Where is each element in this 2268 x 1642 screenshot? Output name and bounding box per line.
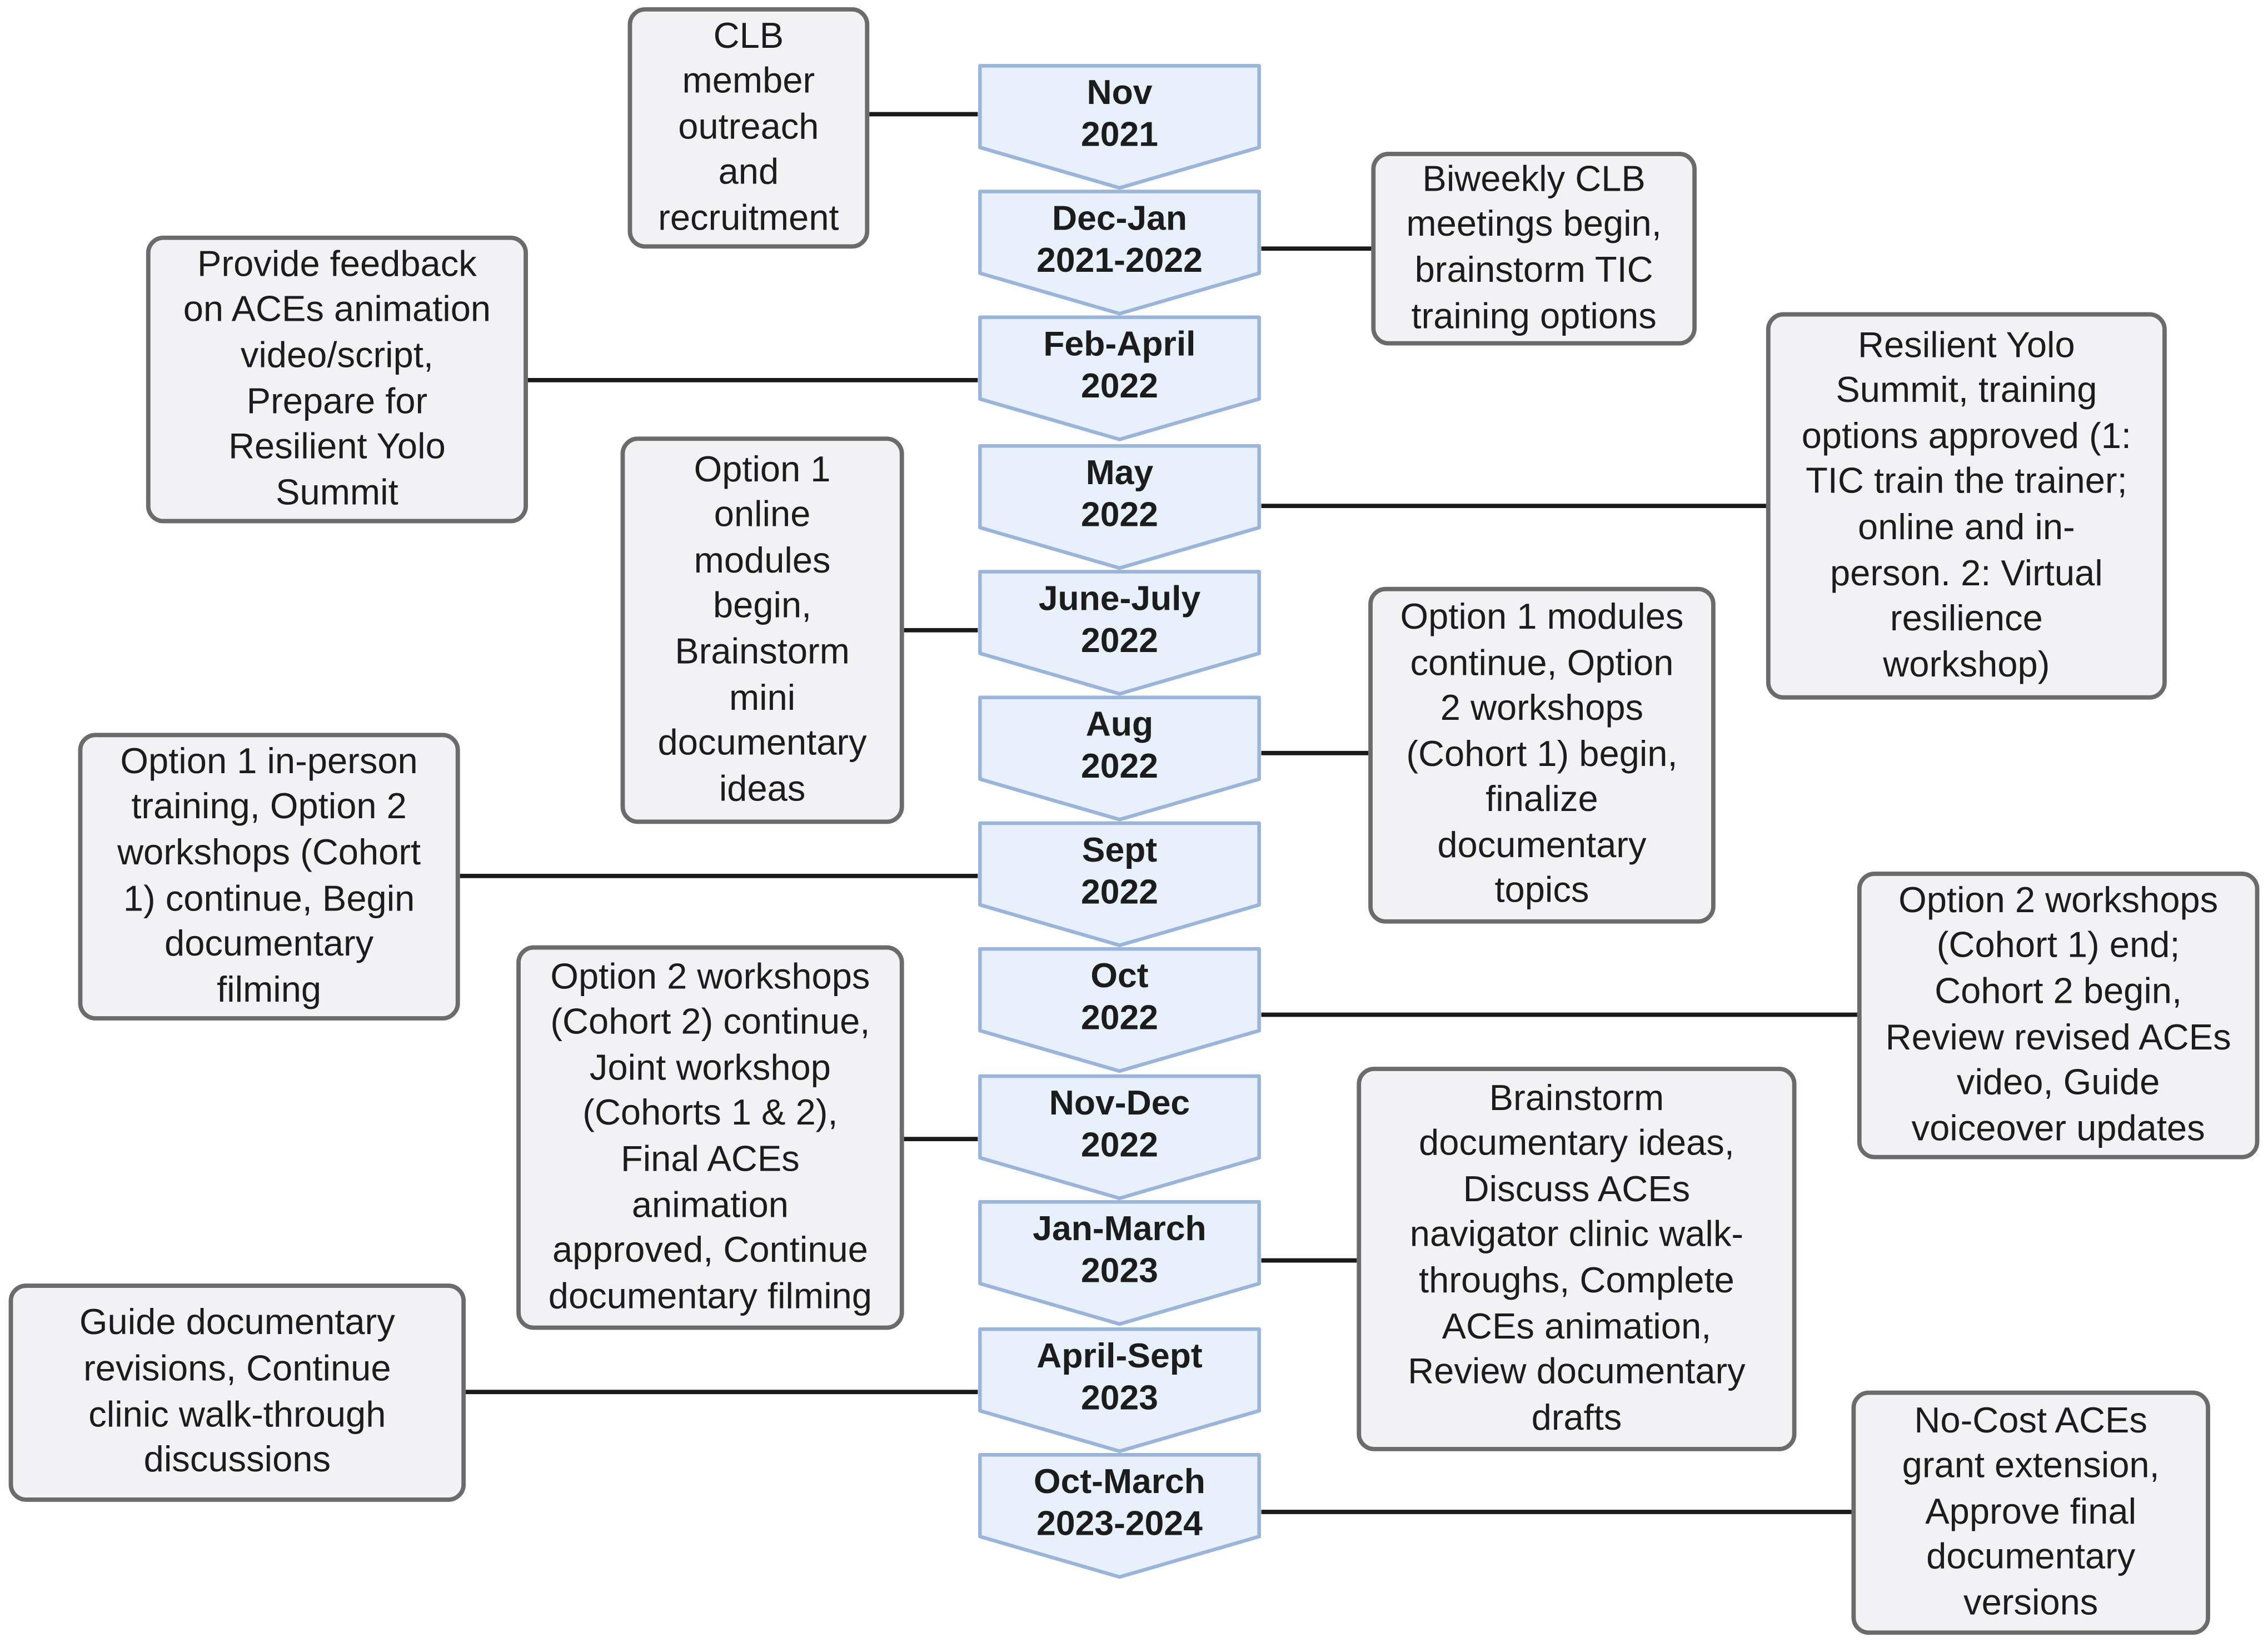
period-label: Feb-April 2022 (1043, 325, 1196, 406)
chevron-shape (978, 695, 1261, 822)
period-label: Oct 2022 (1080, 957, 1158, 1038)
milestone-note-9: Option 2 workshops (Cohort 2) continue, … (516, 945, 904, 1330)
period-label: May 2022 (1080, 454, 1158, 535)
milestone-note-3: Provide feedback on ACEs animation video… (146, 235, 528, 524)
period-chevron-sept-2022: Sept 2022 (978, 821, 1261, 948)
milestone-note-8: Option 2 workshops (Cohort 1) end; Cohor… (1857, 872, 2260, 1160)
period-chevron-nov-2021: Nov 2021 (978, 63, 1261, 191)
period-chevron-may-2022: May 2022 (978, 444, 1261, 571)
period-chevron-feb-april-2022: Feb-April 2022 (978, 315, 1261, 442)
chevron-shape (978, 570, 1261, 696)
chevron-shape (978, 1074, 1261, 1200)
milestone-note-4: Resilient Yolo Summit, training options … (1766, 312, 2167, 700)
period-chevron-jan-march-2023: Jan-March 2023 (978, 1200, 1261, 1327)
chevron-shape (978, 190, 1261, 316)
period-label: Sept 2022 (1080, 831, 1158, 912)
chevron-shape (978, 821, 1261, 947)
period-chevron-oct-2022: Oct 2022 (978, 947, 1261, 1074)
period-label: Dec-Jan 2021-2022 (1036, 199, 1203, 281)
period-label: April-Sept 2023 (1036, 1337, 1203, 1418)
milestone-note-10: Brainstorm documentary ideas, Discuss AC… (1357, 1067, 1797, 1451)
period-chevron-june-july-2022: June-July 2022 (978, 570, 1261, 697)
chevron-shape (978, 1200, 1261, 1326)
period-chevron-dec-jan-2021-2022: Dec-Jan 2021-2022 (978, 190, 1261, 317)
milestone-note-2: Biweekly CLB meetings begin, brainstorm … (1371, 152, 1697, 346)
period-chevron-oct-march-2023-2024: Oct-March 2023-2024 (978, 1452, 1261, 1580)
period-label: June-July 2022 (1038, 579, 1201, 661)
milestone-note-6: Option 1 modules continue, Option 2 work… (1368, 586, 1716, 924)
milestone-note-7: Option 1 in-person training, Option 2 wo… (78, 733, 460, 1021)
chevron-shape (978, 947, 1261, 1073)
chevron-shape (978, 444, 1261, 570)
period-label: Nov-Dec 2022 (1049, 1084, 1190, 1165)
period-chevron-aug-2022: Aug 2022 (978, 695, 1261, 823)
milestone-note-1: CLB member outreach and recruitment (627, 7, 870, 249)
chevron-shape (978, 1327, 1261, 1454)
period-label: Jan-March 2023 (1033, 1210, 1207, 1291)
period-label: Nov 2021 (1080, 73, 1158, 155)
milestone-note-11: Guide documentary revisions, Continue cl… (8, 1283, 466, 1502)
period-label: Aug 2022 (1080, 705, 1158, 787)
period-label: Oct-March 2023-2024 (1034, 1462, 1205, 1544)
chevron-shape (978, 1453, 1261, 1579)
chevron-shape (978, 315, 1261, 441)
period-chevron-nov-dec-2022: Nov-Dec 2022 (978, 1074, 1261, 1201)
chevron-shape (978, 64, 1261, 190)
milestone-note-12: No-Cost ACEs grant extension, Approve fi… (1851, 1390, 2210, 1635)
period-chevron-april-sept-2023: April-Sept 2023 (978, 1327, 1261, 1454)
milestone-note-5: Option 1 online modules begin, Brainstor… (620, 436, 904, 824)
